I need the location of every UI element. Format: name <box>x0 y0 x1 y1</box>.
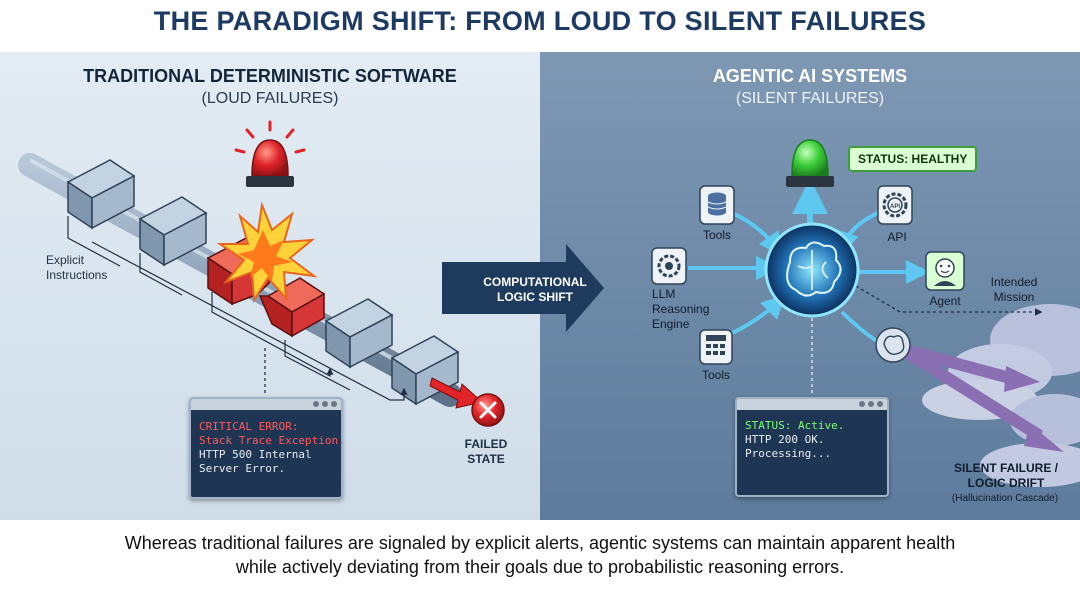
pipeline-block-1 <box>66 159 136 230</box>
tools-top-label: Tools <box>702 228 731 242</box>
terminal-status-line-2: HTTP 200 OK. <box>745 433 825 446</box>
pipeline-block-3 <box>324 298 394 369</box>
failed-state-label: FAILED STATE <box>464 437 508 466</box>
explicit-instructions-label: Explicit Instructions <box>46 253 108 282</box>
terminal-titlebar <box>191 399 341 410</box>
pipeline-block-2 <box>138 196 208 267</box>
intended-path <box>855 285 1043 316</box>
llm-label: LLM Reasoning Engine <box>652 287 710 331</box>
terminal-status-line-1: STATUS: Active. <box>745 419 845 432</box>
drift-clouds <box>922 304 1080 487</box>
brain-icon <box>764 222 860 318</box>
green-status-light-icon <box>786 139 834 187</box>
agent-icon <box>925 251 965 291</box>
status-healthy-badge: STATUS: HEALTHY <box>848 146 978 172</box>
svg-text:API: API <box>890 204 900 210</box>
left-heading: TRADITIONAL DETERMINISTIC SOFTWARE <box>83 66 457 86</box>
right-subheading: (SILENT FAILURES) <box>735 90 885 107</box>
intended-mission-label: Intended Mission <box>990 275 1038 304</box>
agent-label: Agent <box>929 294 961 308</box>
explosion-icon <box>216 201 318 304</box>
pipeline-block-4 <box>390 335 460 406</box>
left-subheading: (LOUD FAILURES) <box>201 90 339 107</box>
terminal-titlebar <box>737 399 887 410</box>
caption: Whereas traditional failures are signale… <box>124 533 956 577</box>
page-title: THE PARADIGM SHIFT: FROM LOUD TO SILENT … <box>153 6 927 36</box>
right-heading: AGENTIC AI SYSTEMS <box>712 66 908 86</box>
terminal-error-line-2: Stack Trace Exception. <box>199 434 345 447</box>
calculator-icon <box>699 329 733 365</box>
api-label: API <box>887 230 907 244</box>
shift-label: COMPUTATIONAL LOGIC SHIFT <box>483 275 587 304</box>
tools-bottom-label: Tools <box>701 368 730 382</box>
healthy-terminal: STATUS: Active. HTTP 200 OK. Processing.… <box>735 397 889 497</box>
terminal-status-line-3: Processing... <box>745 447 832 460</box>
shift-arrow <box>442 244 604 332</box>
database-icon <box>699 185 735 225</box>
llm-gear-icon <box>651 247 687 285</box>
instruction-brackets <box>67 216 408 401</box>
drift-brain-icon <box>875 327 911 363</box>
silent-failure-label: SILENT FAILURE / LOGIC DRIFT <box>953 461 1058 490</box>
error-terminal: CRITICAL ERROR: Stack Trace Exception. H… <box>189 397 345 499</box>
terminal-error-line-3: HTTP 500 Internal <box>199 448 312 461</box>
hallucination-label: (Hallucination Cascade) <box>951 493 1059 504</box>
api-gear-icon: API <box>877 185 913 225</box>
failed-x-icon <box>471 393 505 427</box>
terminal-error-line-4: Server Error. <box>199 462 286 475</box>
drift-arrows <box>902 344 1064 452</box>
alarm-light-icon <box>234 120 306 187</box>
terminal-error-line-1: CRITICAL ERROR: <box>199 420 299 433</box>
failure-arrow <box>429 377 484 409</box>
